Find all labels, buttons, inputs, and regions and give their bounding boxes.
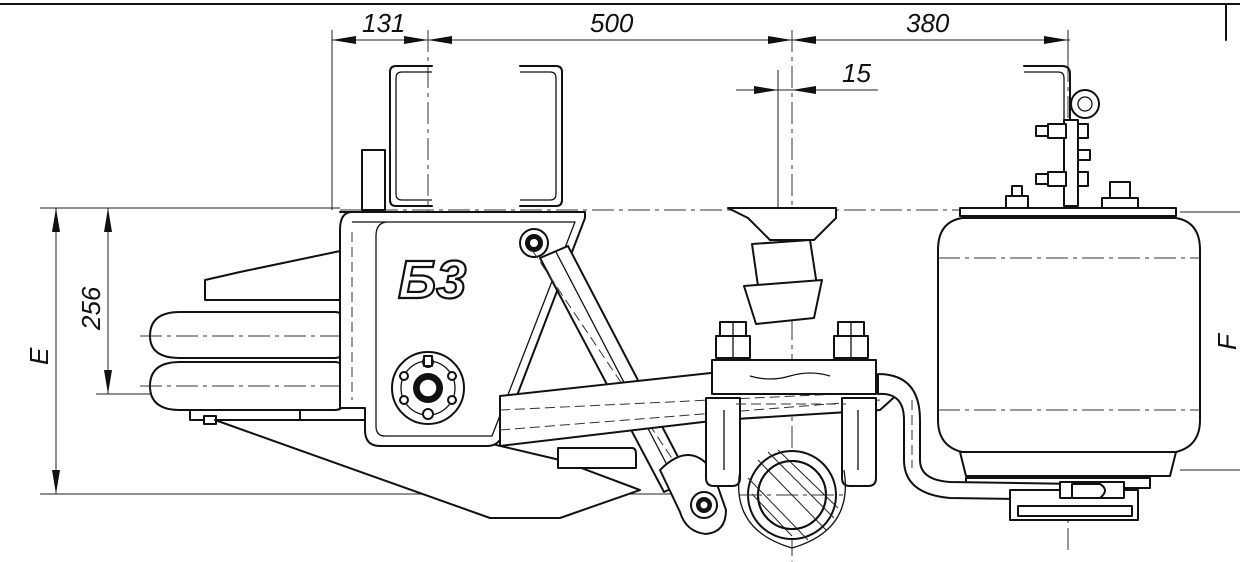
bump-stop	[727, 207, 837, 325]
frame-channel-right	[1023, 65, 1071, 209]
dimension-f: F	[1212, 332, 1240, 350]
air-spring-lower-mount	[1009, 481, 1139, 521]
dimension-380: 380	[906, 8, 950, 38]
u-bolt-nut-left	[715, 321, 751, 359]
pivot-bushing	[391, 351, 465, 425]
offset-dimension	[736, 70, 878, 210]
air-spring-top-bolt-right	[1101, 181, 1139, 209]
main-air-spring	[937, 207, 1201, 489]
lower-bracket-pad	[557, 447, 637, 469]
lift-airbag	[140, 249, 350, 425]
frame-channel-left	[389, 65, 563, 207]
air-spring-frame-mount	[1035, 119, 1091, 207]
bracket-upper-bolt	[519, 228, 549, 258]
brand-logo: Б3	[398, 250, 466, 310]
dimension-256: 256	[76, 286, 106, 331]
dimension-500: 500	[590, 8, 634, 38]
axle-tube	[738, 449, 846, 549]
dimension-131: 131	[362, 8, 405, 38]
lifting-eye	[1070, 89, 1100, 119]
u-bolt-nut-right	[833, 321, 869, 359]
top-dimension-chain	[331, 30, 1070, 210]
dimension-15: 15	[842, 58, 871, 88]
air-spring-top-bolt-left	[1005, 185, 1029, 209]
axle-seat	[705, 359, 877, 487]
dimension-e: E	[24, 347, 54, 365]
